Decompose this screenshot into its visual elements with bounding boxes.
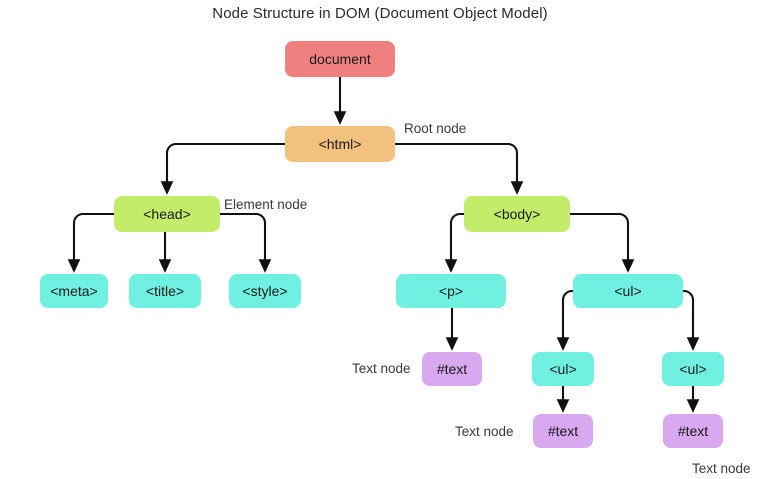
node-document[interactable]: document: [285, 41, 395, 77]
edge-html-to-head: [160, 142, 285, 195]
edge-ul-to-ul-left: [556, 289, 574, 351]
node-title[interactable]: <title>: [129, 274, 201, 308]
node-p[interactable]: <p>: [396, 274, 506, 308]
node-text-under-ul-right[interactable]: #text: [663, 414, 723, 448]
node-body[interactable]: <body>: [464, 196, 570, 232]
node-text-under-ul-left[interactable]: #text: [533, 414, 593, 448]
node-ul-child-left[interactable]: <ul>: [532, 352, 594, 386]
node-ul[interactable]: <ul>: [573, 274, 683, 308]
annotation-text-node-ul-right: Text node: [692, 461, 751, 476]
node-meta[interactable]: <meta>: [40, 274, 108, 308]
edge-body-to-p: [444, 212, 464, 273]
page-title: Node Structure in DOM (Document Object M…: [212, 5, 548, 22]
annotation-element-node: Element node: [224, 197, 308, 212]
node-text-under-p[interactable]: #text: [422, 352, 482, 386]
edge-body-to-ul: [570, 212, 635, 273]
node-ul-child-right[interactable]: <ul>: [662, 352, 724, 386]
annotation-text-node-ul-left: Text node: [455, 424, 514, 439]
annotation-root-node: Root node: [404, 121, 467, 136]
edge-html-to-body: [395, 142, 524, 195]
annotation-text-node-p: Text node: [352, 361, 411, 376]
edge-head-to-style: [220, 212, 272, 273]
edge-ul-to-ul-right: [682, 289, 700, 351]
node-head[interactable]: <head>: [114, 196, 220, 232]
node-style[interactable]: <style>: [229, 274, 301, 308]
edge-head-to-meta: [67, 212, 114, 273]
node-html[interactable]: <html>: [285, 126, 395, 162]
